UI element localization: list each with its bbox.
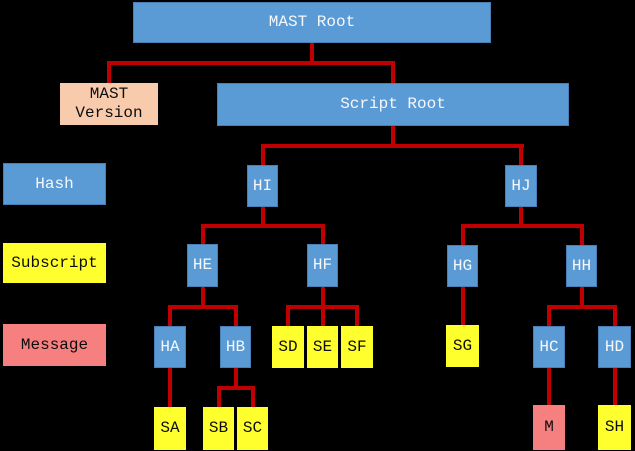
node-ha: HA (154, 326, 186, 368)
connector-segment (547, 305, 617, 309)
connector-segment (234, 368, 238, 390)
node-hg: HG (447, 245, 478, 287)
node-mast-version: MAST Version (60, 83, 158, 125)
node-hh: HH (566, 245, 597, 287)
connector-segment (107, 61, 111, 83)
connector-segment (251, 386, 255, 407)
node-se: SE (307, 326, 338, 368)
node-label-message: Message (3, 324, 106, 366)
connector-segment (613, 368, 617, 405)
node-sc: SC (237, 407, 268, 450)
connector-segment (310, 43, 314, 65)
connector-segment (168, 305, 238, 309)
connector-segment (355, 305, 359, 326)
connector-segment (461, 224, 465, 245)
connector-segment (261, 144, 524, 148)
connector-segment (547, 368, 551, 405)
connector-segment (217, 386, 221, 407)
connector-segment (168, 368, 172, 407)
node-script-root: Script Root (217, 83, 569, 126)
node-hj: HJ (505, 165, 537, 207)
connector-segment (201, 287, 205, 309)
connector-segment (261, 207, 265, 228)
node-he: HE (187, 244, 218, 287)
connector-segment (547, 305, 551, 326)
node-hd: HD (598, 326, 631, 368)
connector-segment (321, 305, 325, 326)
connector-segment (201, 224, 205, 244)
connector-segment (234, 305, 238, 326)
connector-segment (321, 224, 325, 244)
connector-segment (217, 386, 255, 390)
node-label-hash: Hash (3, 163, 106, 205)
node-hb: HB (220, 326, 251, 368)
connector-segment (461, 224, 584, 228)
node-sf: SF (341, 326, 373, 368)
connector-segment (461, 287, 465, 325)
node-label-subscript: Subscript (3, 243, 106, 283)
connector-segment (201, 224, 325, 228)
node-m: M (533, 405, 565, 450)
node-sd: SD (272, 326, 304, 368)
node-sg: SG (446, 325, 479, 367)
connector-segment (168, 305, 172, 326)
connector-segment (391, 61, 395, 83)
node-sh: SH (598, 405, 631, 450)
connector-segment (613, 305, 617, 326)
connector-segment (391, 126, 395, 148)
connector-segment (286, 305, 290, 326)
connector-segment (580, 287, 584, 309)
node-sa: SA (154, 407, 186, 450)
connector-segment (107, 61, 395, 65)
connector-segment (580, 224, 584, 245)
connector-segment (519, 207, 523, 228)
connector-segment (321, 287, 325, 309)
node-hc: HC (533, 326, 565, 368)
connector-segment (261, 144, 265, 165)
node-hi: HI (247, 165, 278, 207)
connector-segment (519, 144, 523, 165)
node-sb: SB (203, 407, 234, 450)
node-mast-root: MAST Root (133, 2, 491, 43)
node-hf: HF (307, 244, 338, 287)
